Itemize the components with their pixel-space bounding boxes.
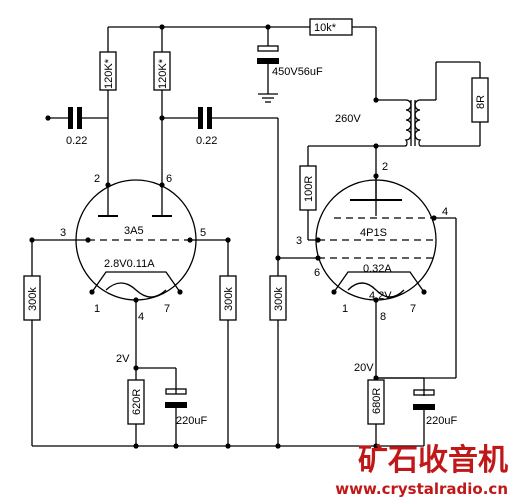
label-300k-a: 300k [27, 287, 39, 311]
pin-t2-8: 8 [380, 311, 386, 323]
pin-t2-2: 2 [382, 161, 388, 173]
label-220uf-b: 220uF [426, 415, 457, 427]
label-300k-c: 300k [273, 287, 285, 311]
label-450v56uf: 450V56uF [272, 66, 323, 78]
label-120k-b: 120K* [157, 58, 169, 89]
label-10k: 10k* [314, 22, 337, 34]
resistor-680r [367, 379, 385, 425]
resistor-120k-b [153, 51, 171, 91]
label-620r: 620R [131, 389, 143, 415]
tube-4p1s [315, 176, 437, 301]
component-labels: 10k* 120K* 120K* 450V56uF 0.22 0.22 260V… [27, 22, 487, 427]
capacitors [68, 45, 435, 410]
output-transformer [404, 99, 422, 147]
pin-t1-5: 5 [200, 227, 206, 239]
pin-t2-1: 1 [342, 303, 348, 315]
watermark: 矿石收音机 www.crystalradio.cn [335, 443, 508, 498]
tube-3a5 [75, 179, 197, 301]
label-20v: 20V [354, 362, 374, 374]
label-3a5-filament: 2.8V0.11A [104, 258, 155, 270]
resistor-300k-b [219, 275, 237, 321]
wires [31, 26, 481, 447]
resistor-10k [309, 18, 353, 36]
pin-t1-2: 2 [94, 173, 100, 185]
label-680r: 680R [371, 388, 383, 414]
label-c-couple: 0.22 [196, 135, 217, 147]
label-c-input: 0.22 [66, 135, 87, 147]
label-2v: 2V [116, 353, 130, 365]
resistor-300k-c [269, 275, 287, 321]
pin-t1-3: 3 [60, 227, 66, 239]
resistor-120k-a [99, 51, 117, 91]
watermark-title: 矿石收音机 [358, 443, 508, 478]
watermark-url: www.crystalradio.cn [335, 480, 508, 498]
pin-t1-4: 4 [138, 311, 144, 323]
label-120k-a: 120K* [103, 58, 115, 89]
resistor-620r [127, 379, 145, 425]
pin-labels: 2 6 3 5 1 4 7 2 3 4 6 1 8 7 [60, 161, 448, 323]
pin-t2-6: 6 [314, 267, 320, 279]
pin-t2-3: 3 [296, 235, 302, 247]
pin-t1-1: 1 [94, 303, 100, 315]
resistors [23, 18, 489, 425]
pin-t1-6: 6 [166, 173, 172, 185]
label-0-32a: 0.32A [363, 263, 392, 275]
label-300k-b: 300k [223, 287, 235, 311]
ground-icon [258, 93, 278, 103]
pin-t1-7: 7 [164, 303, 170, 315]
pin-t2-7: 7 [410, 303, 416, 315]
resistor-8r-load [471, 77, 489, 123]
label-260v: 260V [335, 113, 361, 125]
label-4p1s: 4P1S [360, 227, 387, 239]
label-8r: 8R [475, 95, 487, 109]
resistor-100r [299, 165, 317, 211]
label-100r: 100R [303, 176, 315, 202]
pin-t2-4: 4 [442, 206, 448, 218]
label-220uf-a: 220uF [176, 415, 207, 427]
label-3a5: 3A5 [124, 225, 144, 237]
resistor-300k-a [23, 275, 41, 321]
label-4-2v: 4.2V [369, 290, 392, 302]
